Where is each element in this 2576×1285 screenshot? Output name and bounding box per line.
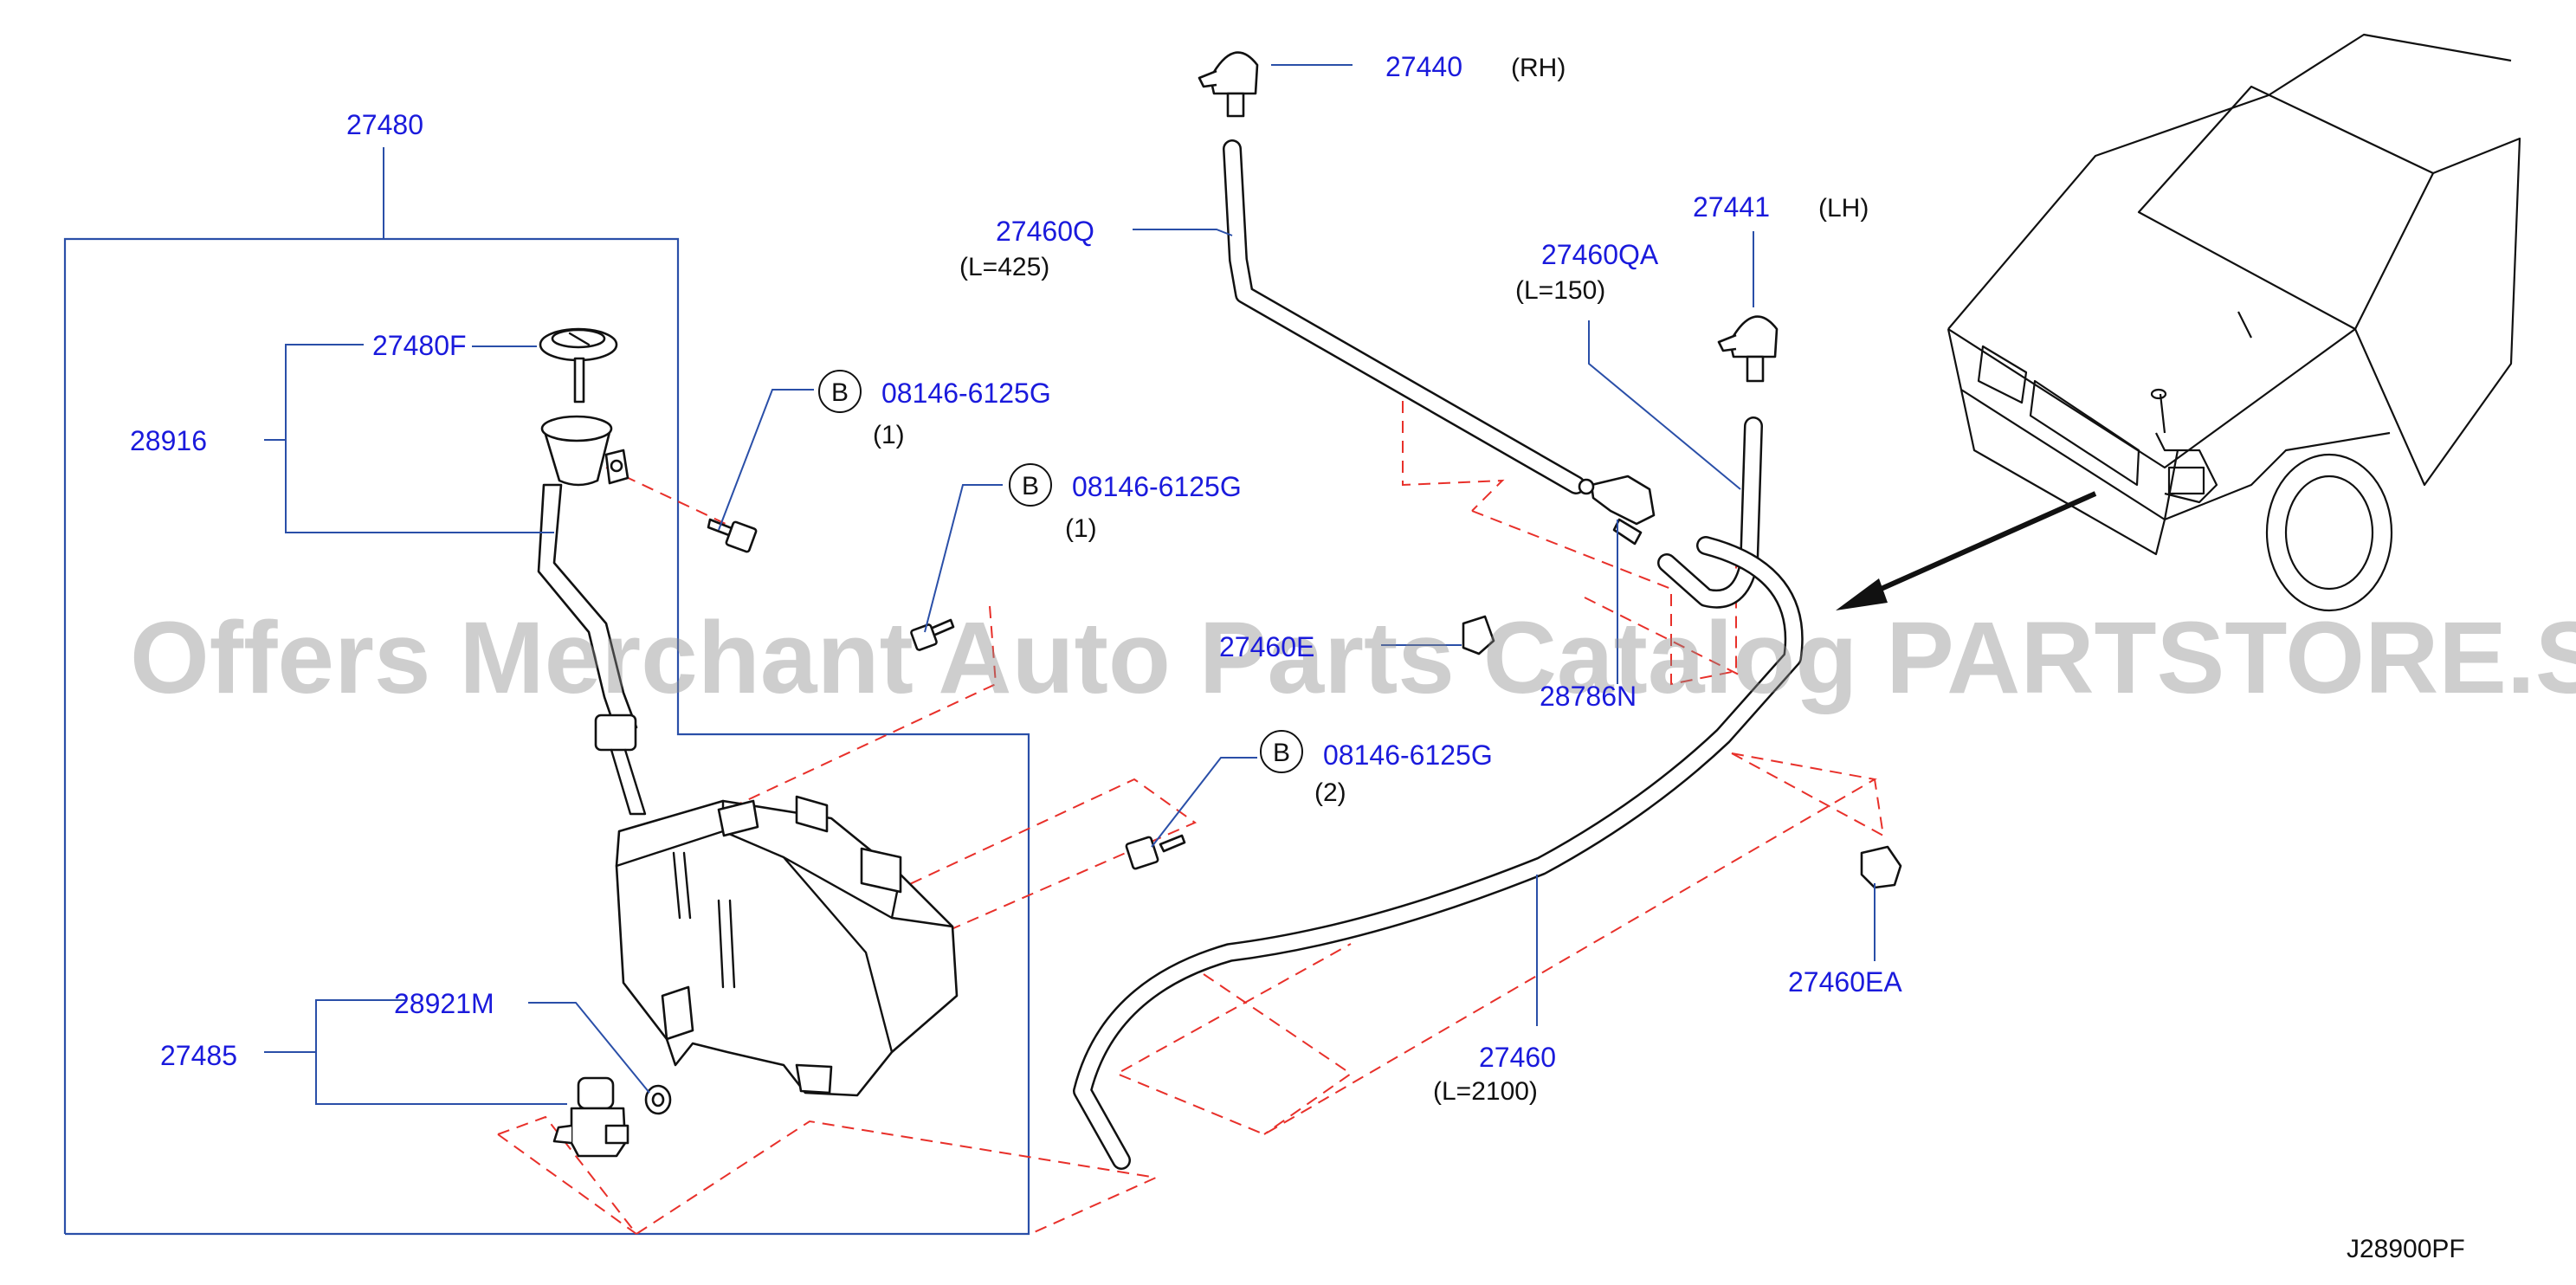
bolt-badge-1-letter: B [831, 378, 849, 407]
washer-pump-part [552, 1076, 672, 1158]
washer-tank-part [615, 795, 959, 1097]
bolt-badge-2-letter: B [1022, 472, 1039, 500]
bolt-badge-1 [818, 370, 862, 413]
label-27460Q-length: (L=425) [959, 253, 1049, 281]
leader-lines [264, 64, 1876, 1105]
watermark-text: Offers Merchant Auto Parts Catalog PARTS… [130, 601, 2576, 715]
label-27480[interactable]: 27480 [346, 109, 423, 140]
label-27441[interactable]: 27441 [1693, 191, 1770, 223]
location-arrow-head [1836, 578, 1888, 610]
label-27460-length: (L=2100) [1433, 1077, 1538, 1106]
bolt-badge-2 [1009, 463, 1052, 507]
label-27440[interactable]: 27440 [1385, 51, 1462, 82]
label-bolt-1[interactable]: 08146-6125G [881, 378, 1051, 409]
label-28921M[interactable]: 28921M [394, 988, 494, 1019]
label-27480F[interactable]: 27480F [372, 330, 467, 361]
label-bolt-3[interactable]: 08146-6125G [1323, 739, 1493, 771]
label-27440-side: (RH) [1511, 54, 1566, 82]
part-labels: 27480 27480F 28916 27485 28921M B 08146-… [130, 51, 2465, 1263]
filler-neck-part [537, 327, 647, 816]
nozzle-parts [1198, 51, 1779, 383]
label-bolt-1-qty: (1) [873, 421, 905, 449]
bolt-badge-3 [1260, 730, 1303, 773]
label-27441-side: (LH) [1818, 194, 1869, 223]
bolt-badge-3-letter: B [1273, 739, 1290, 767]
label-bolt-2[interactable]: 08146-6125G [1072, 471, 1242, 502]
label-27485[interactable]: 27485 [160, 1040, 237, 1071]
vehicle-illustration [1947, 33, 2521, 612]
label-27460[interactable]: 27460 [1479, 1042, 1556, 1073]
label-27460EA[interactable]: 27460EA [1788, 966, 1902, 998]
reservoir-assembly-frame [63, 147, 1030, 1236]
label-27460E[interactable]: 27460E [1219, 631, 1314, 662]
connector-and-clip-parts [1462, 475, 1902, 889]
label-27460QA-length: (L=150) [1515, 276, 1605, 305]
location-arrow-line [1860, 491, 2097, 600]
label-28786N[interactable]: 28786N [1540, 681, 1637, 712]
label-bolt-3-qty: (2) [1314, 778, 1346, 807]
hose-parts [1073, 139, 1804, 1170]
label-bolt-2-qty: (1) [1065, 514, 1097, 543]
diagram-code: J28900PF [2347, 1235, 2465, 1263]
label-28916[interactable]: 28916 [130, 425, 207, 456]
label-27460Q[interactable]: 27460Q [996, 216, 1094, 247]
label-27460QA[interactable]: 27460QA [1541, 239, 1659, 270]
bolt-parts [707, 518, 1186, 870]
